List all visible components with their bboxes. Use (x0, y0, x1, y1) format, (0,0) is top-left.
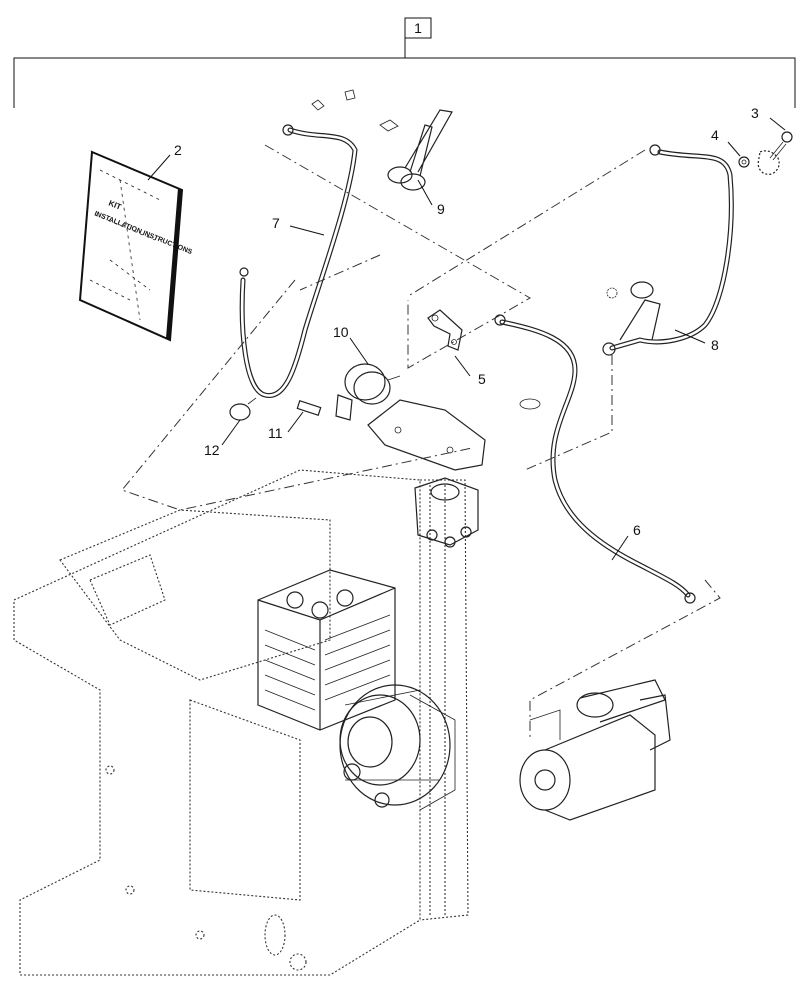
bracket-5 (427, 309, 463, 351)
callout-3-label: 3 (751, 105, 759, 121)
solenoid-relay (414, 477, 479, 548)
starter-motor (519, 679, 671, 821)
callout-11: 11 (268, 411, 304, 441)
assembly-label-box (404, 17, 432, 39)
chassis-frame (13, 469, 469, 976)
cable-6 (494, 314, 696, 604)
guide-lines (121, 144, 721, 740)
callout-7-label: 7 (272, 215, 280, 231)
callout-4-label: 4 (711, 127, 719, 143)
callout-9-label: 9 (437, 201, 445, 217)
callout-5-label: 5 (478, 371, 486, 387)
callout-9: 9 (417, 179, 445, 217)
label-plate-11 (296, 400, 322, 416)
callout-11-label: 11 (268, 425, 283, 441)
clamp-9 (379, 109, 453, 191)
callout-4: 4 (711, 127, 741, 157)
disconnect-switch-10 (335, 363, 401, 421)
callout-2: 2 (147, 142, 182, 181)
assembly-label: 1 (414, 20, 422, 36)
callout-5: 5 (454, 355, 486, 387)
callout-12-label: 12 (204, 442, 220, 458)
mounting-plate (367, 399, 486, 471)
callout-10-label: 10 (333, 324, 349, 340)
assembly-bracket: 1 (13, 17, 796, 108)
cable-8 (602, 144, 734, 356)
callout-12: 12 (204, 419, 241, 458)
callout-7: 7 (272, 215, 325, 236)
alternator (339, 684, 456, 811)
instruction-book: KIT INSTALLATION INSTRUCTIONS (78, 150, 193, 342)
tie-strap-12 (229, 397, 257, 421)
callout-6: 6 (611, 522, 641, 561)
battery (257, 569, 396, 731)
cable-7 (239, 89, 358, 398)
bolt-hardware (738, 131, 793, 175)
callout-8-label: 8 (711, 337, 719, 353)
callout-2-label: 2 (174, 142, 182, 158)
callout-8: 8 (674, 329, 719, 353)
callout-10: 10 (333, 324, 369, 365)
callout-6-label: 6 (633, 522, 641, 538)
callout-3: 3 (751, 105, 786, 131)
